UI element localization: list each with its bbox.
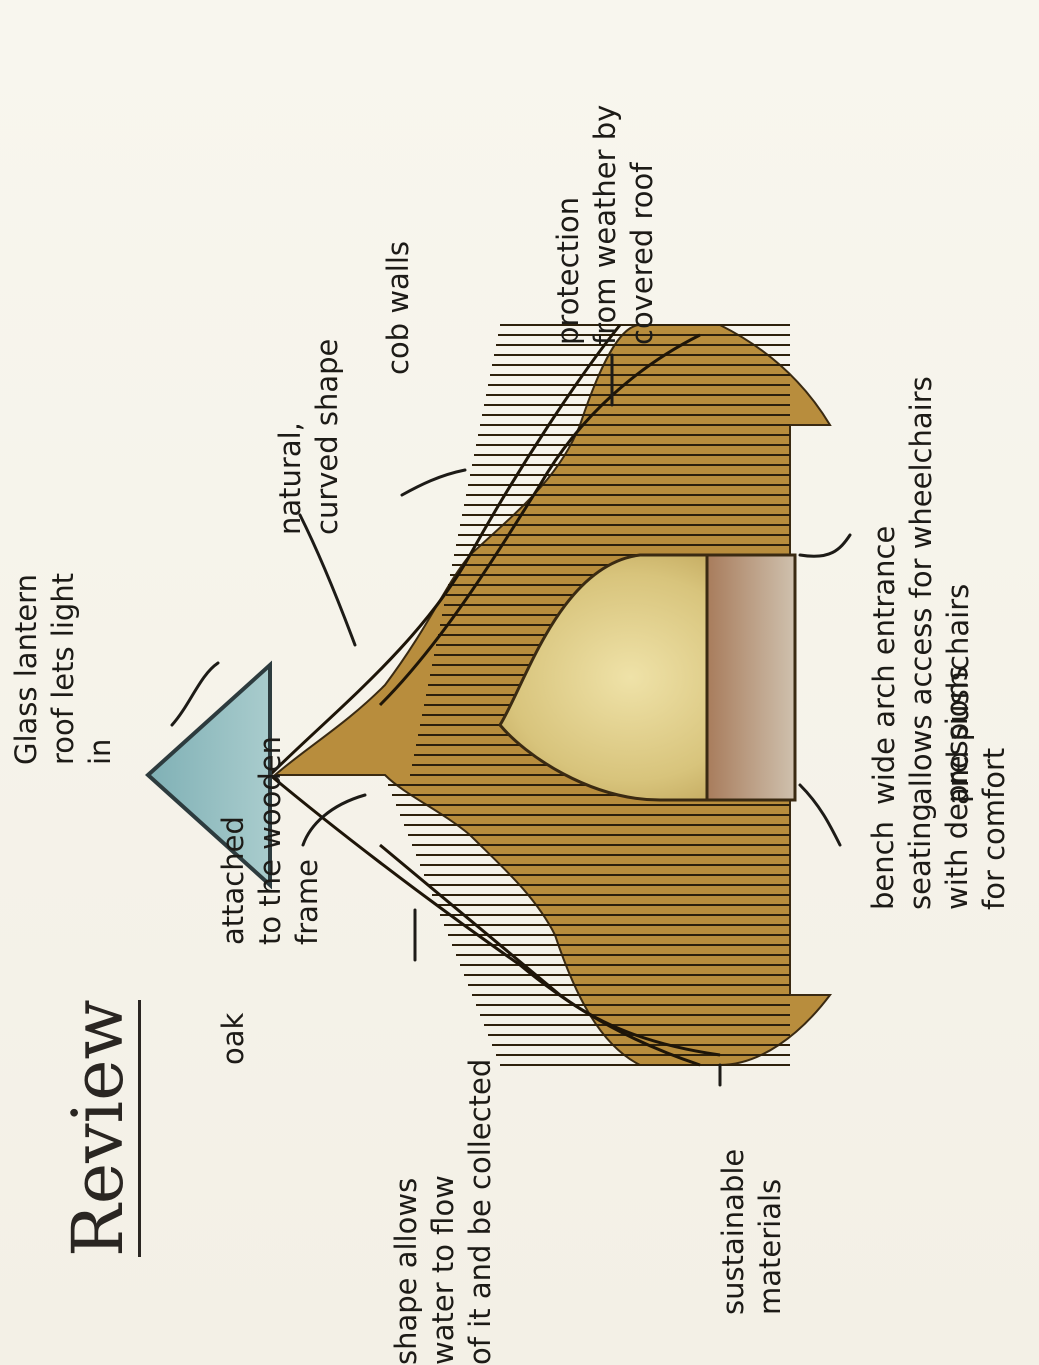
cob-walls-note: cob walls xyxy=(380,241,417,375)
oak-label: oak xyxy=(215,1013,252,1065)
glass-lantern-note: Glass lantern roof lets light in xyxy=(8,573,119,765)
protection-note: protection from weather by covered roof xyxy=(550,105,661,345)
cob-walls-arrow xyxy=(402,470,465,495)
natural-shape-note: natural, curved shape xyxy=(272,339,346,535)
bench-seating xyxy=(707,555,795,800)
sustainable-note: sustainable materials xyxy=(715,1149,789,1315)
page-title: Review xyxy=(62,1000,141,1257)
entrance-note: wide arch entrance allows access for whe… xyxy=(866,345,977,805)
bench-arrow xyxy=(800,785,840,845)
entrance-arrow xyxy=(800,535,850,556)
water-flow-note: shape allows water to flow of it and be … xyxy=(388,1059,499,1365)
oak-frame-note: attached to the wooden frame xyxy=(215,736,326,945)
